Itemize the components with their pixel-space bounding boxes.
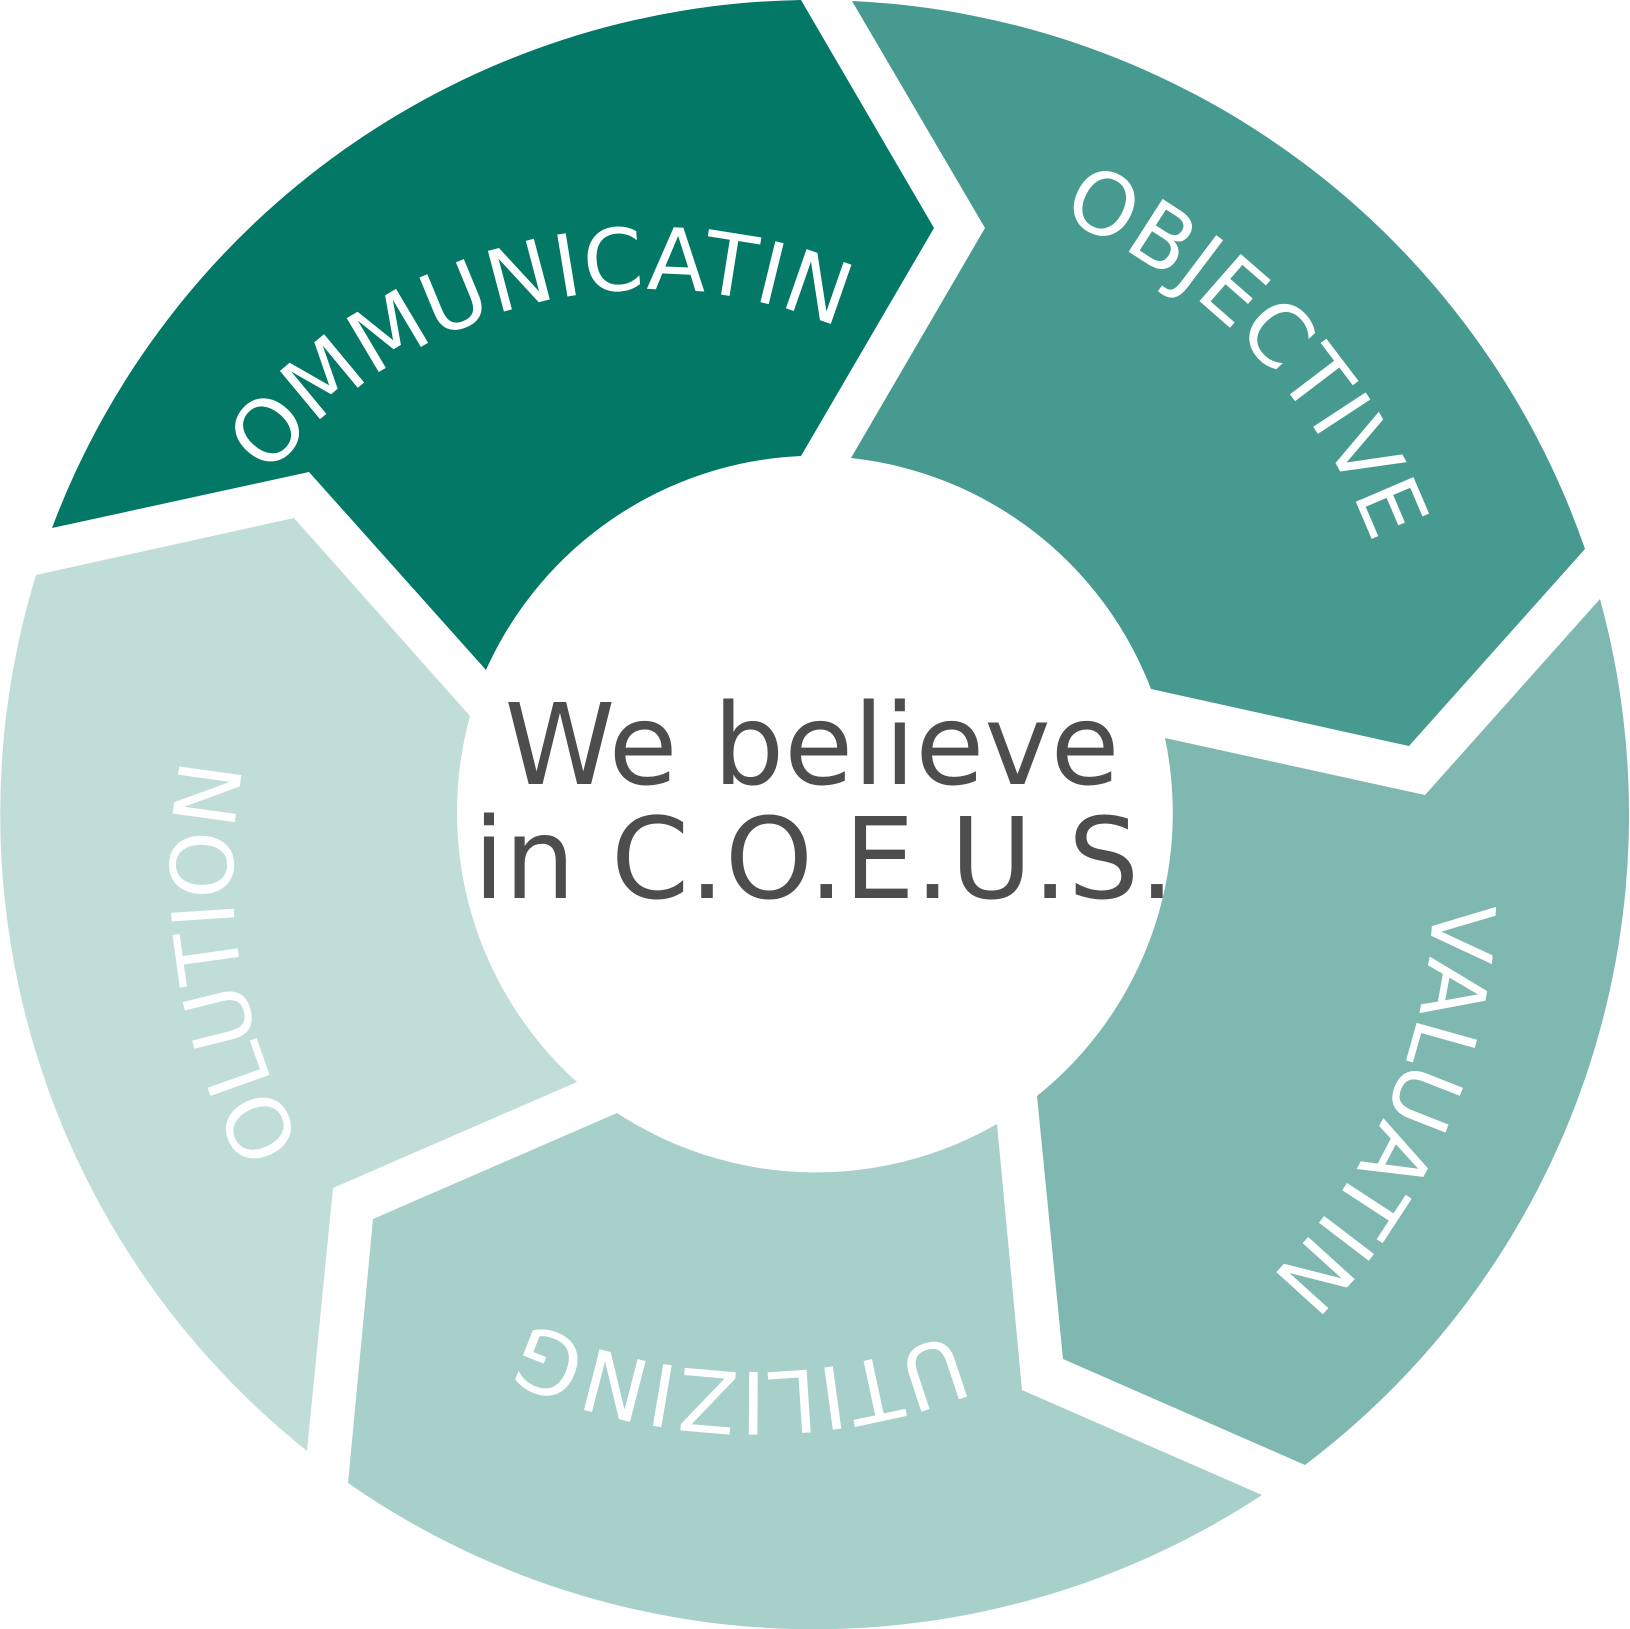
segment-objectives-shape (851, 1, 1585, 746)
segment-evaluating-shape (1037, 599, 1630, 1465)
segment-communicating-shape (52, 0, 934, 670)
center-statement: We believe in C.O.E.U.S. (473, 681, 1174, 925)
segment-utilizing: UTILIZING (348, 1113, 1262, 1629)
center-line-1: We believe (504, 681, 1119, 811)
segment-utilizing-shape (348, 1113, 1262, 1629)
center-line-2: in C.O.E.U.S. (473, 795, 1174, 925)
segment-solutions-shape (0, 518, 578, 1451)
